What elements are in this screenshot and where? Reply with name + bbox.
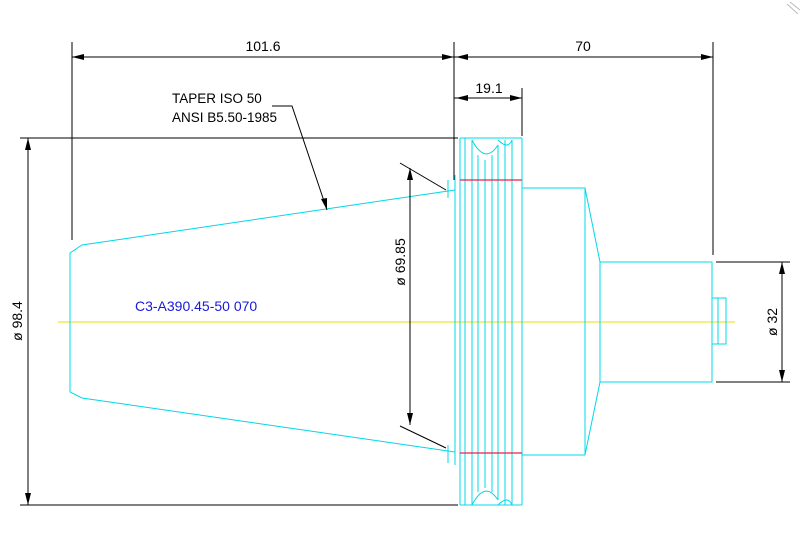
- corner-mark-icon: [786, 1, 801, 15]
- dim-taper-length: 101.6: [71, 38, 455, 240]
- dim-flange-dia-label: ø 98.4: [9, 301, 25, 341]
- dim-flange-dia: ø 98.4: [9, 137, 458, 506]
- body-outline: [522, 187, 727, 456]
- dim-gauge-dia: ø 69.85: [392, 162, 447, 449]
- taper-note: TAPER ISO 50 ANSI B5.50-1985: [172, 91, 328, 211]
- dim-body-length: 70: [454, 38, 714, 255]
- dim-flange-width: 19.1: [454, 80, 523, 136]
- dim-body-length-label: 70: [575, 38, 591, 54]
- dim-gauge-dia-label: ø 69.85: [392, 238, 408, 286]
- dim-flange-width-label: 19.1: [475, 80, 502, 96]
- taper-outline: [69, 189, 456, 453]
- model-label: C3-A390.45-50 070: [135, 298, 257, 314]
- taper-note-line-2: ANSI B5.50-1985: [172, 110, 277, 125]
- flange-outline: [447, 137, 523, 506]
- taper-note-line-1: TAPER ISO 50: [172, 91, 262, 106]
- dim-taper-length-label: 101.6: [245, 38, 280, 54]
- dim-shank-dia: ø 32: [716, 261, 790, 383]
- dim-shank-dia-label: ø 32: [764, 308, 780, 336]
